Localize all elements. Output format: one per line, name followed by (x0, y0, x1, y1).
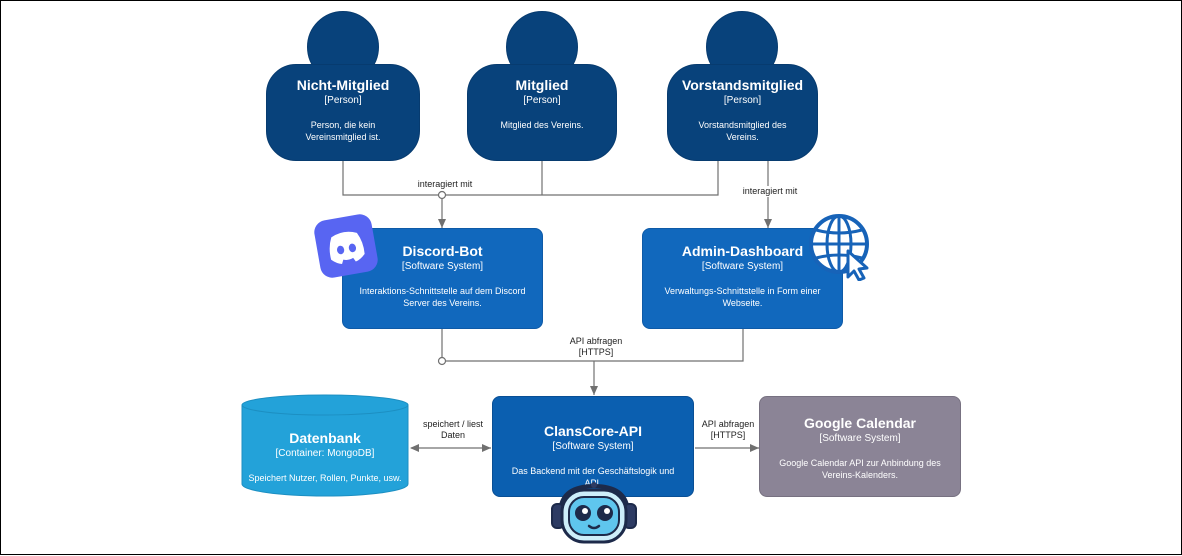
edge-label-line: API abfragen (701, 419, 755, 429)
system-type: [Software System] (401, 261, 484, 272)
database-description: Speichert Nutzer, Rollen, Punkte, usw. (248, 473, 402, 483)
system-description: Google Calendar API zur Anbindung des Ve… (779, 458, 941, 480)
person-title: Nicht-Mitglied (296, 77, 390, 93)
edge-label-line: Daten (440, 430, 466, 440)
system-clanscore-api[interactable]: ClansCore-API [Software System] Das Back… (492, 396, 694, 497)
system-description: Verwaltungs-Schnittstelle in Form einer … (664, 286, 821, 308)
database-container[interactable]: Datenbank [Container: MongoDB] Speichert… (241, 394, 409, 498)
system-type: [Software System] (701, 261, 784, 272)
database-type: [Container: MongoDB] (275, 448, 375, 459)
system-type: [Software System] (552, 441, 634, 452)
system-type: [Software System] (819, 433, 901, 444)
edge-label-frontends-to-api: API abfragen [HTTPS] (557, 336, 635, 358)
edge-junction-bottom (437, 356, 447, 366)
person-board-member[interactable]: Vorstandsmitglied [Person] Vorstandsmitg… (667, 64, 818, 161)
edge-label-line: [HTTPS] (710, 430, 746, 440)
system-title: Admin-Dashboard (681, 243, 804, 259)
person-description: Mitglied des Vereins. (500, 120, 584, 130)
edge-label-board-to-dashboard: interagiert mit (734, 186, 806, 197)
edge-junction-top (437, 190, 447, 200)
edge-label-persons-to-bot: interagiert mit (409, 179, 481, 190)
person-non-member[interactable]: Nicht-Mitglied [Person] Person, die kein… (266, 64, 420, 161)
edge-frontends-merge (446, 329, 744, 362)
system-title: Google Calendar (803, 415, 917, 431)
cylinder-shape (241, 394, 409, 497)
system-description: Interaktions-Schnittstelle auf dem Disco… (359, 286, 526, 308)
person-description: Vorstandsmitglied des Vereins. (698, 120, 787, 142)
person-type: [Person] (324, 95, 362, 106)
system-discord-bot[interactable]: Discord-Bot [Software System] Interaktio… (342, 228, 543, 329)
edge-label-api-calendar: API abfragen [HTTPS] (694, 419, 762, 441)
discord-logo-icon (312, 209, 380, 284)
robot-mascot-icon (550, 480, 638, 546)
person-member[interactable]: Mitglied [Person] Mitglied des Vereins. (467, 64, 617, 161)
edge-label-line: speichert / liest (422, 419, 484, 429)
globe-cursor-icon (806, 211, 876, 282)
edge-persons-merge (342, 161, 719, 196)
person-type: [Person] (523, 95, 561, 106)
edge-label-line: [HTTPS] (578, 347, 614, 357)
system-title: Discord-Bot (402, 243, 483, 259)
person-title: Mitglied (515, 77, 569, 93)
edge-label-line: API abfragen (569, 336, 623, 346)
person-type: [Person] (723, 95, 762, 106)
person-title: Vorstandsmitglied (681, 77, 804, 93)
edge-label-api-db: speichert / liest Daten (413, 419, 493, 441)
database-title: Datenbank (289, 430, 361, 446)
system-title: ClansCore-API (543, 423, 643, 439)
person-description: Person, die kein Vereinsmitglied ist. (305, 120, 381, 142)
system-google-calendar[interactable]: Google Calendar [Software System] Google… (759, 396, 961, 497)
